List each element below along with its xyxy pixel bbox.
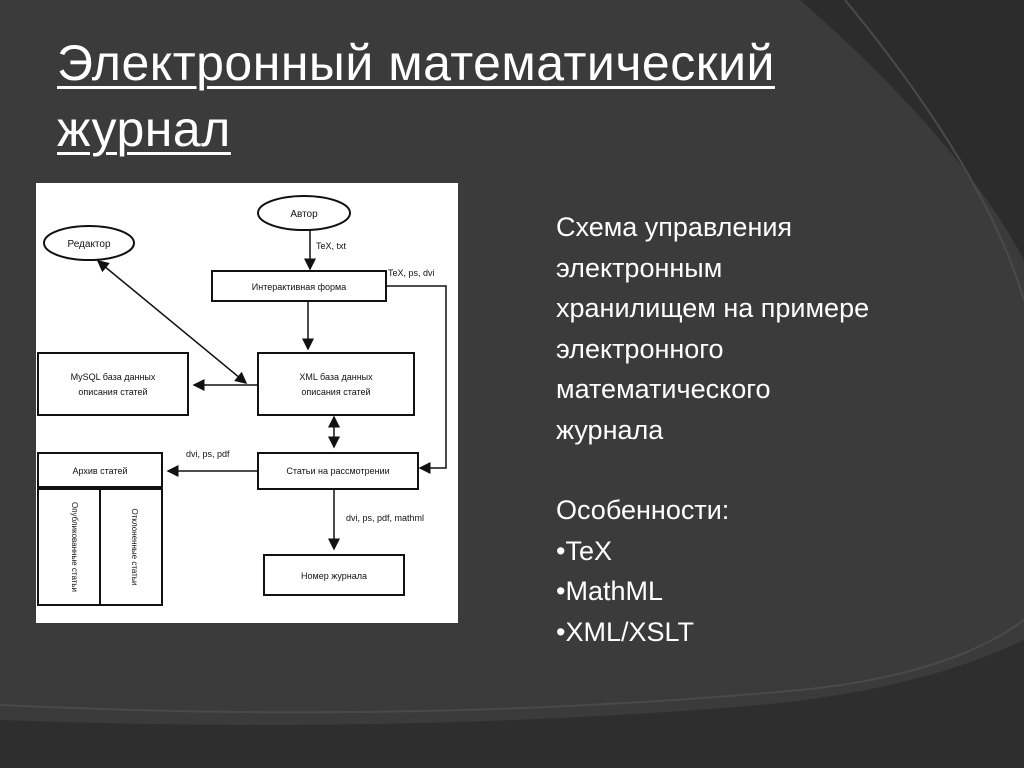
bullet-icon: • bbox=[556, 616, 566, 647]
mysql-db-node bbox=[37, 352, 189, 416]
label-tex-txt: TeX, txt bbox=[316, 241, 347, 251]
journal-issue-node bbox=[263, 554, 405, 596]
mysql-db-line1: MySQL база данных bbox=[71, 372, 156, 382]
description-line: электронного bbox=[556, 333, 724, 364]
description-line: математического bbox=[556, 374, 771, 404]
rejected-label: Отклоненные статьи bbox=[130, 509, 139, 586]
xml-db-line1: XML база данных bbox=[299, 372, 373, 382]
mysql-db-line2: описания статей bbox=[78, 387, 147, 397]
feature-item: •TeX bbox=[556, 535, 612, 566]
editor-node bbox=[43, 225, 135, 261]
bullet-icon: • bbox=[556, 576, 566, 606]
archive-node bbox=[37, 452, 163, 488]
published-node bbox=[37, 488, 101, 606]
journal-issue-label: Номер журнала bbox=[301, 571, 367, 581]
rejected-node bbox=[99, 488, 163, 606]
features-heading: Особенности: bbox=[556, 495, 730, 525]
slide-title: Электронный математический журнал bbox=[57, 30, 877, 162]
archive-label: Архив статей bbox=[72, 466, 127, 476]
xml-db-node bbox=[257, 352, 415, 416]
author-label: Автор bbox=[290, 209, 318, 220]
author-node bbox=[257, 195, 351, 231]
feature-item: •XML/XSLT bbox=[556, 616, 694, 647]
description-line: Схема управления bbox=[556, 212, 793, 242]
editor-label: Редактор bbox=[67, 239, 110, 250]
label-tex-ps-dvi: TeX, ps, dvi bbox=[388, 268, 435, 278]
bullet-icon: • bbox=[556, 535, 566, 566]
interactive-form-label: Интерактивная форма bbox=[252, 282, 346, 292]
description-block: Схема управления электронным хранилищем … bbox=[556, 207, 976, 652]
title-line-1: Электронный математический bbox=[57, 35, 775, 91]
feature-item: •MathML bbox=[556, 576, 663, 606]
published-label: Опубликованные статьи bbox=[70, 502, 79, 592]
label-dvi-ps-pdf: dvi, ps, pdf bbox=[186, 449, 230, 459]
under-review-label: Статьи на рассмотрении bbox=[286, 466, 389, 476]
flow-diagram: Автор Редактор TeX, txt Интерактивная фо… bbox=[37, 195, 447, 606]
label-dvi-ps-pdf-mathml: dvi, ps, pdf, mathml bbox=[346, 513, 424, 523]
description-line: электронным bbox=[556, 252, 723, 283]
diagram-panel: Автор Редактор TeX, txt Интерактивная фо… bbox=[36, 183, 458, 623]
title-line-2: журнал bbox=[57, 101, 231, 157]
description-line: журнала bbox=[556, 414, 664, 445]
description-line: хранилищем на примере bbox=[556, 293, 870, 323]
xml-db-line2: описания статей bbox=[301, 387, 370, 397]
